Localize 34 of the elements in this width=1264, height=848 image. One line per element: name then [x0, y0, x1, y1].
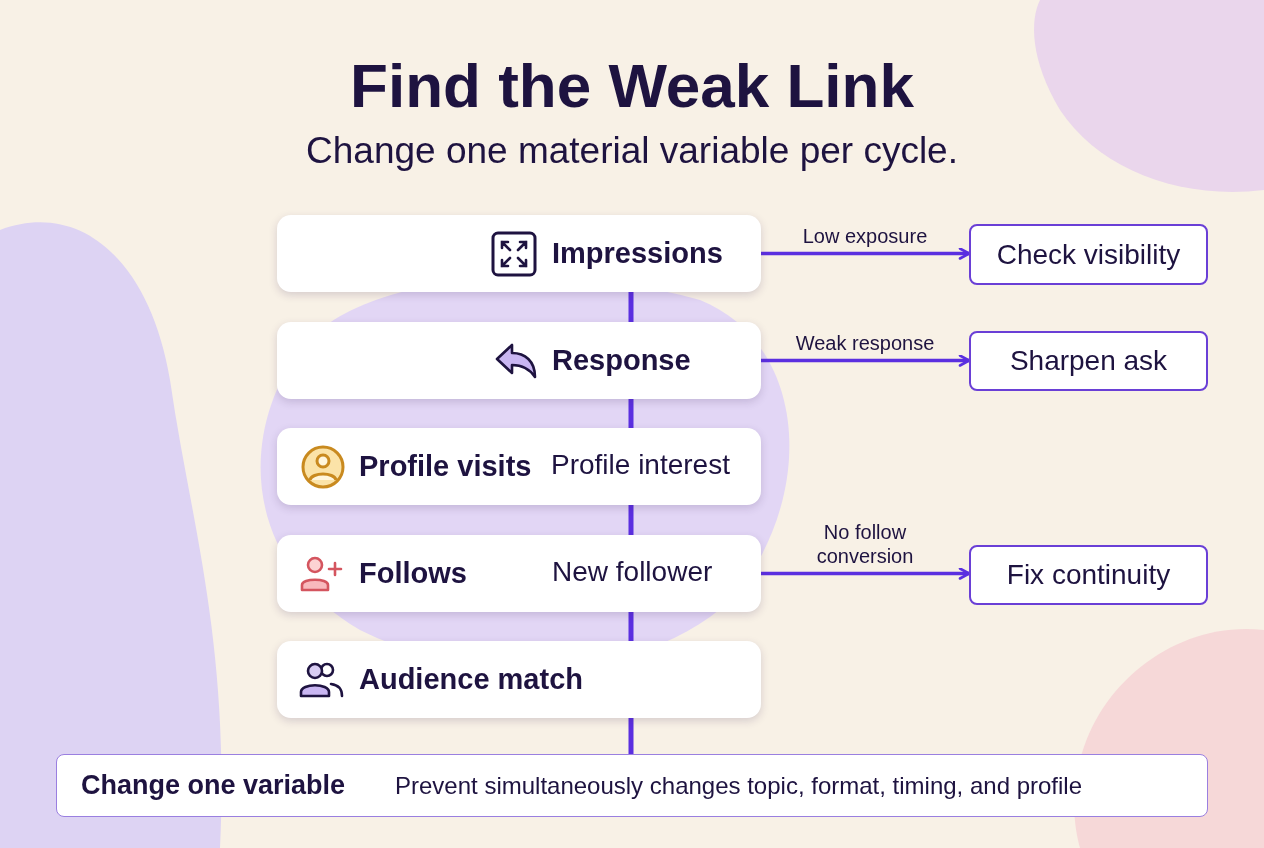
connector-line: [628, 292, 634, 322]
subtitle: Change one material variable per cycle.: [305, 130, 959, 172]
note-text: Prevent simultaneously changes topic, format, timing, and profile: [395, 771, 1082, 800]
connector-line: [628, 718, 634, 754]
arrow: [761, 354, 971, 367]
action-label: Sharpen ask: [1009, 345, 1168, 377]
metric-note: New follower: [552, 556, 713, 588]
edge-label: Weak response: [794, 330, 936, 355]
metric-card: [277, 428, 761, 505]
action-box: [969, 331, 1208, 391]
title: Find the Weak Link: [349, 50, 915, 121]
action-box: [969, 545, 1208, 605]
arrow: [761, 247, 971, 260]
action-box: [969, 224, 1208, 285]
metric-card: [277, 215, 761, 292]
edge-label: Low exposure: [801, 223, 929, 248]
metric-name: Audience match: [359, 663, 583, 696]
connector-line: [628, 399, 634, 428]
metric-name: Impressions: [552, 237, 723, 270]
metric-name: Follows: [359, 557, 467, 590]
action-label: Check visibility: [996, 238, 1181, 271]
metric-card: [277, 535, 761, 612]
metric-card: [277, 641, 761, 718]
metric-note: Profile interest: [551, 449, 730, 481]
connector-line: [628, 612, 634, 641]
arrow: [761, 567, 971, 580]
metric-name: Response: [552, 344, 691, 377]
edge-label: No follow conversion: [815, 519, 915, 568]
connector-line: [628, 505, 634, 535]
note-bar: [56, 754, 1208, 817]
metric-card: [277, 322, 761, 399]
action-label: Fix continuity: [1006, 559, 1171, 591]
note-heading: Change one variable: [81, 770, 346, 801]
metric-name: Profile visits: [359, 450, 532, 483]
